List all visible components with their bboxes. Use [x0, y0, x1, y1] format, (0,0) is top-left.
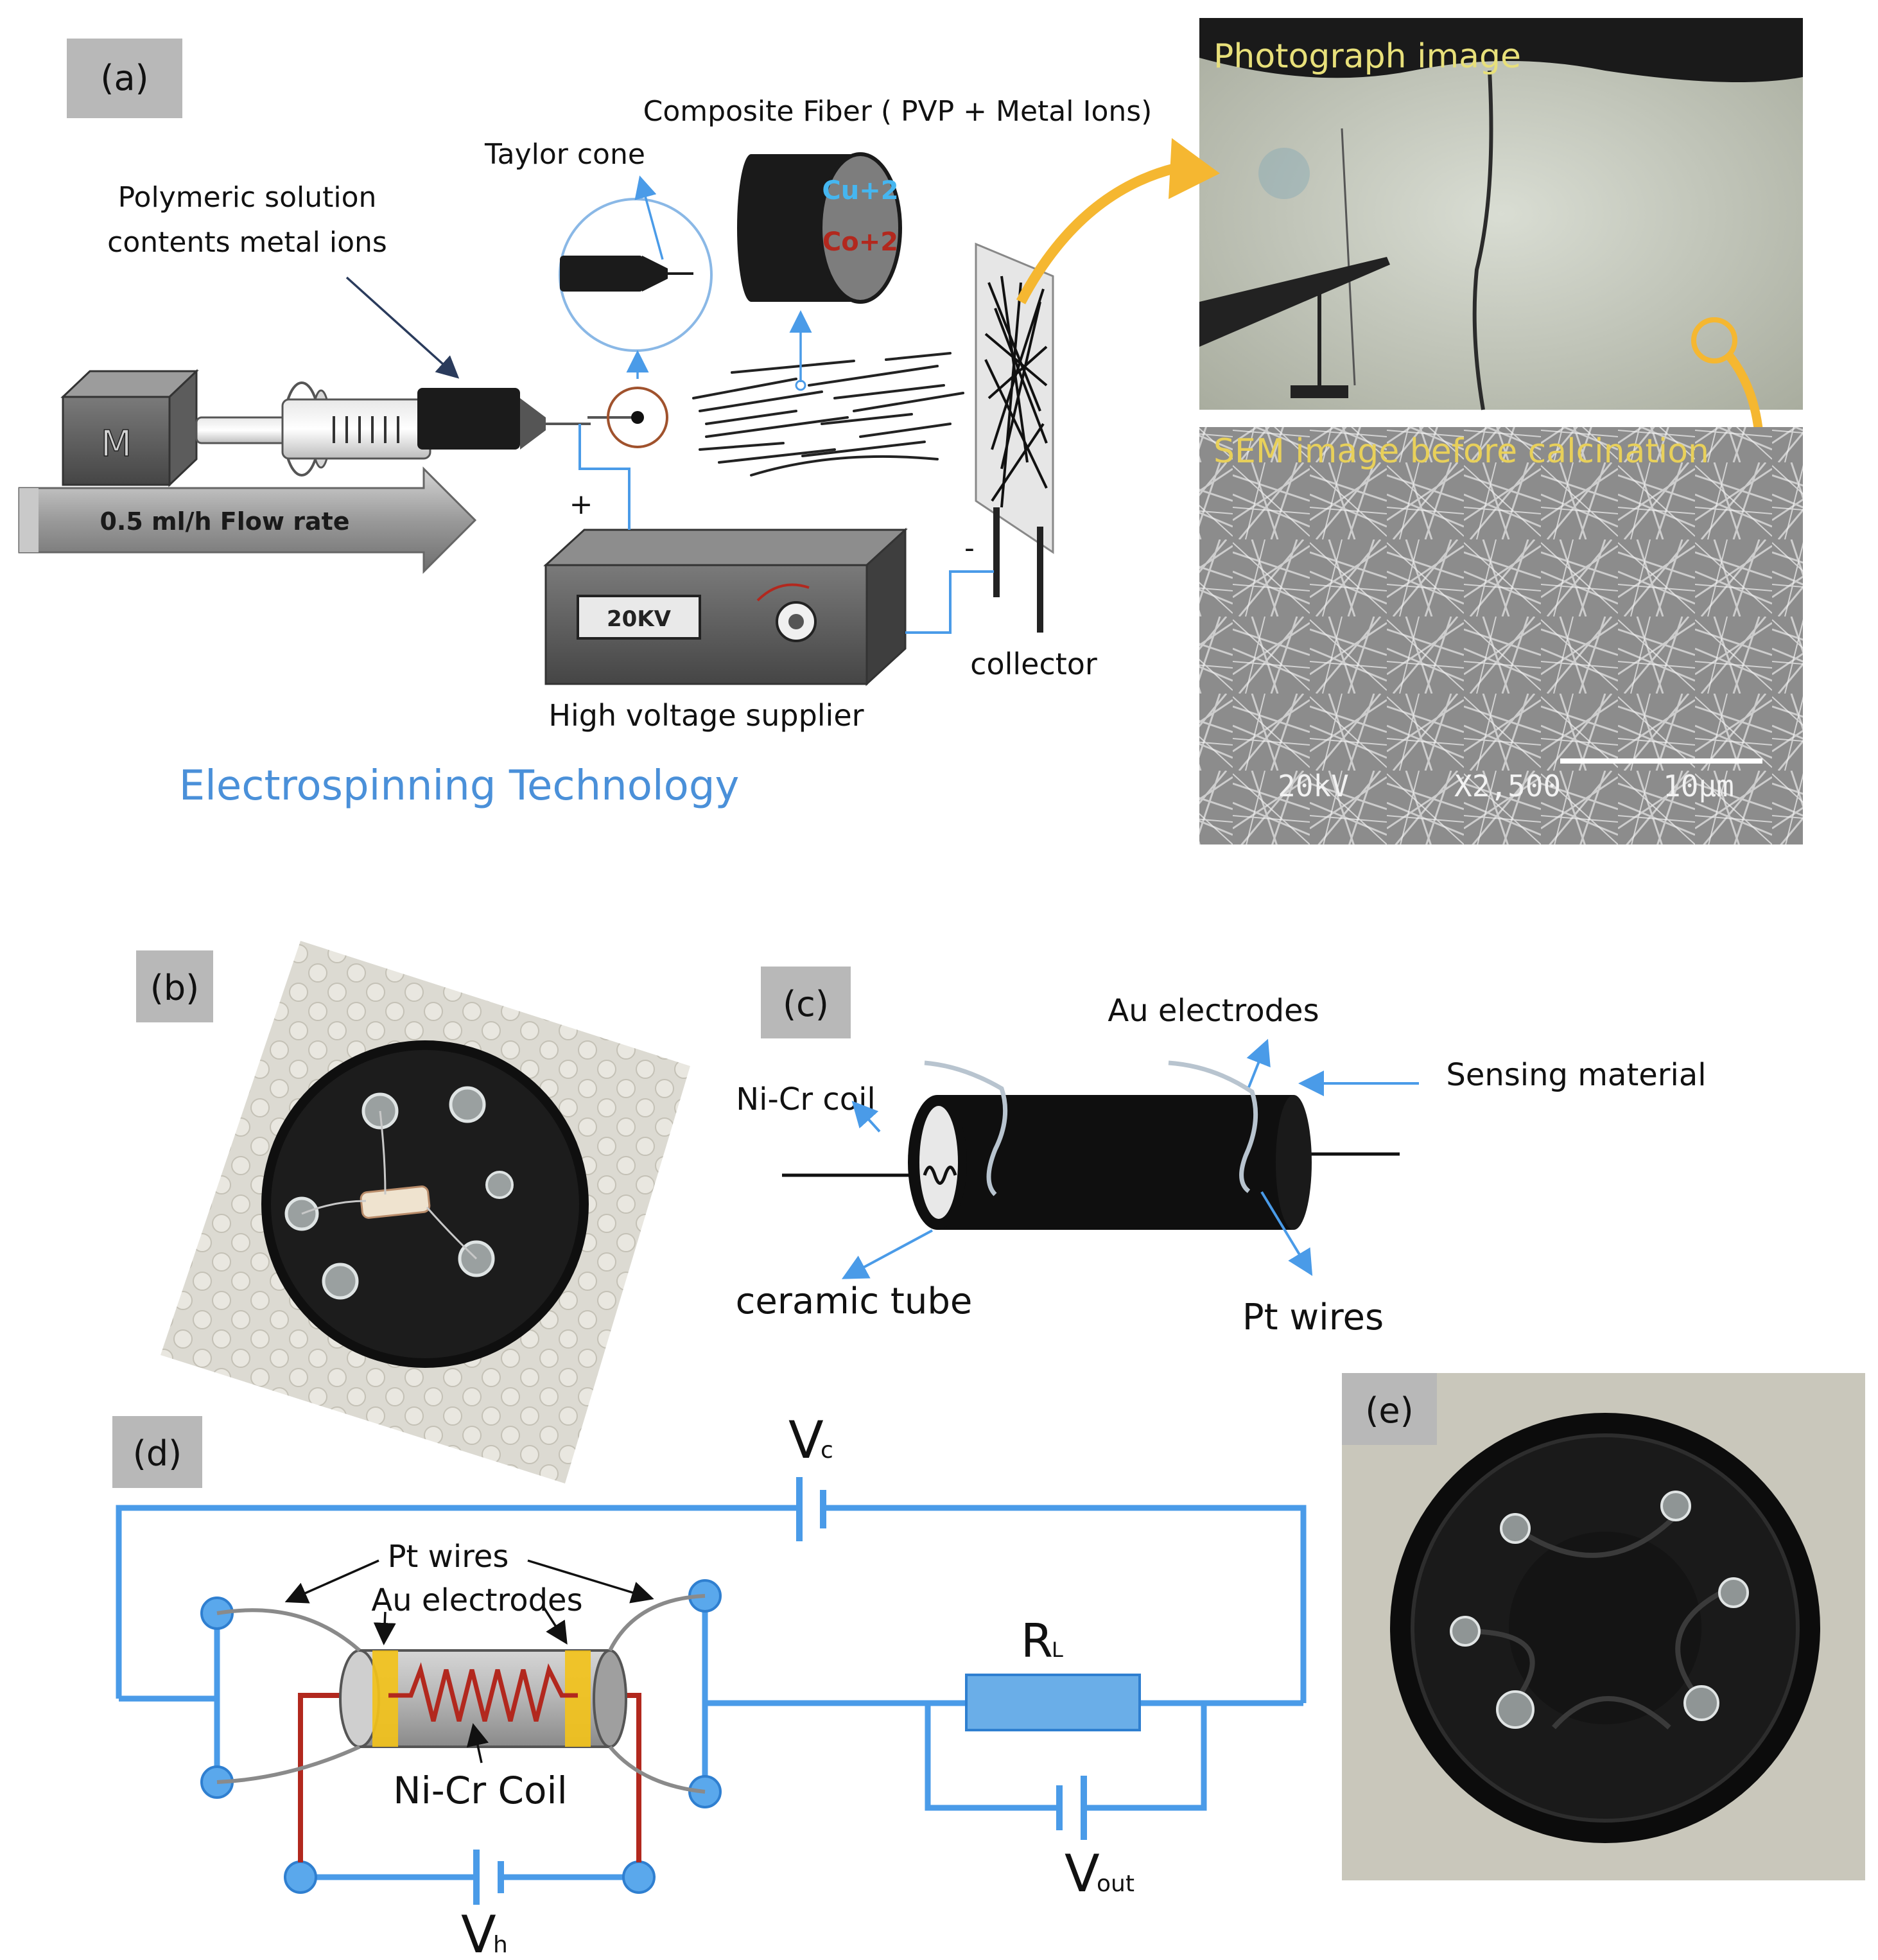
orange-arrow-to-photo — [1016, 163, 1176, 304]
au-electrodes-label-d: Au electrodes — [371, 1582, 582, 1618]
pt-wire-leads — [216, 1594, 706, 1794]
panel-c: (c) Au electrodes Sensing material Ni-Cr… — [736, 967, 1707, 1338]
load-resistor: R L — [965, 1614, 1141, 1731]
sem-magnification: X2,500 — [1454, 769, 1561, 803]
vh-subscript: h — [493, 1932, 508, 1958]
sem-scale-bar-label: 10µm — [1663, 769, 1734, 803]
sensor-photo-e — [1342, 1373, 1865, 1880]
panel-d-tag-text: (d) — [133, 1433, 182, 1474]
sem-image: SEM image before calcination 20kV X2,500… — [1199, 427, 1803, 844]
panel-b: (b) — [136, 941, 690, 1483]
vc-subscript: c — [821, 1437, 833, 1464]
taylor-cone-label: Taylor cone — [484, 138, 645, 171]
collector-plate — [975, 242, 1054, 633]
panel-a-tag: (a) — [67, 39, 182, 118]
panel-b-tag: (b) — [136, 950, 213, 1022]
panel-c-tag-text: (c) — [783, 984, 829, 1024]
voltage-display: 20KV — [607, 606, 672, 632]
plus-sign: + — [569, 488, 593, 521]
vh-label: V — [461, 1905, 496, 1960]
cu-ion-label: Cu+2 — [822, 176, 898, 206]
nicr-coil-label-d: Ni-Cr Coil — [393, 1769, 567, 1812]
vout-label: V — [1065, 1844, 1100, 1903]
panel-c-pointers — [841, 1038, 1419, 1279]
sensor-element-c — [782, 1060, 1400, 1230]
panel-d: (d) V c — [112, 1410, 1307, 1960]
ceramic-tube-label: ceramic tube — [736, 1281, 973, 1322]
panel-d-pointers — [284, 1559, 654, 1763]
vout-subscript: out — [1097, 1871, 1135, 1897]
sem-label: SEM image before calcination — [1213, 432, 1709, 471]
panel-a: (a) 0.5 ml/h Flow rate M — [18, 18, 1803, 844]
pt-wires-label-d: Pt wires — [388, 1539, 509, 1575]
sem-kv: 20kV — [1278, 769, 1349, 803]
vh-battery: V h — [461, 1850, 508, 1960]
pump-letter: M — [101, 423, 132, 465]
panel-d-tag: (d) — [112, 1416, 202, 1488]
au-electrodes-label-c: Au electrodes — [1108, 993, 1319, 1029]
photograph-label: Photograph image — [1213, 37, 1521, 76]
panel-e: (e) — [1342, 1373, 1865, 1880]
pt-wires-label-c: Pt wires — [1242, 1297, 1384, 1338]
vout-battery: V out — [1056, 1776, 1135, 1903]
needle-tip-ring — [587, 387, 668, 448]
panel-e-tag: (e) — [1342, 1373, 1437, 1445]
composite-fiber-inset: Cu+2 Co+2 — [737, 152, 902, 304]
fiber-jet — [692, 352, 964, 477]
electrospinning-title: Electrospinning Technology — [179, 762, 740, 810]
rl-label: R — [1021, 1614, 1053, 1668]
syringe — [195, 381, 591, 477]
co-ion-label: Co+2 — [822, 227, 898, 257]
minus-sign: - — [964, 532, 975, 564]
photograph-image: Photograph image — [1199, 18, 1803, 410]
nicr-coil-label-c: Ni-Cr coil — [736, 1081, 876, 1117]
taylor-cone-inset — [559, 175, 713, 352]
vc-battery: V c — [788, 1410, 833, 1541]
panel-b-tag-text: (b) — [150, 968, 199, 1008]
high-voltage-supplier-box: 20KV — [543, 527, 908, 687]
sensor-tube-d — [339, 1649, 627, 1748]
flow-rate-arrow: 0.5 ml/h Flow rate — [18, 466, 477, 574]
polymeric-solution-label-2: contents metal ions — [107, 226, 387, 259]
panel-a-tag-text: (a) — [100, 58, 148, 98]
collector-label: collector — [970, 647, 1097, 681]
sensor-photo-b — [161, 941, 690, 1483]
vc-label: V — [788, 1410, 824, 1470]
flow-rate-label: 0.5 ml/h Flow rate — [100, 507, 349, 536]
polymeric-solution-pointer — [345, 276, 460, 379]
rl-subscript: L — [1052, 1638, 1063, 1662]
composite-fiber-label: Composite Fiber ( PVP + Metal Ions) — [643, 95, 1152, 128]
panel-c-tag: (c) — [761, 967, 851, 1038]
circuit-wires — [116, 1505, 1307, 1880]
composite-fiber-pointer — [789, 310, 812, 391]
hv-wires — [578, 424, 994, 634]
syringe-pump-box: M — [60, 369, 199, 487]
polymeric-solution-label-1: Polymeric solution — [118, 181, 377, 214]
orange-arrow-head-1 — [1169, 138, 1220, 199]
panel-e-tag-text: (e) — [1365, 1390, 1413, 1431]
high-voltage-supplier-label: High voltage supplier — [548, 698, 864, 733]
sensing-material-label: Sensing material — [1446, 1057, 1706, 1093]
